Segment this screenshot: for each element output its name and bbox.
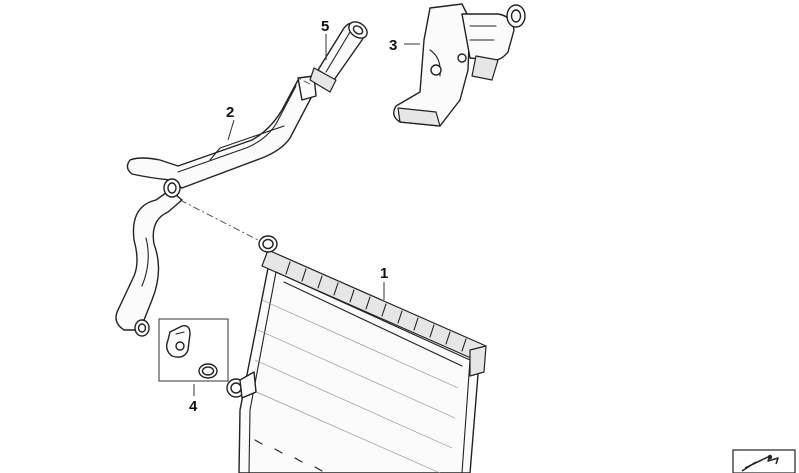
clamp-seal-kit[interactable] xyxy=(158,318,229,382)
callout-1: 1 xyxy=(380,265,388,282)
heater-core-radiator[interactable] xyxy=(226,235,487,473)
leader-lines xyxy=(193,34,420,396)
callout-2: 2 xyxy=(226,104,234,121)
control-valve-bracket[interactable] xyxy=(393,3,526,127)
connector-fitting[interactable] xyxy=(309,19,370,93)
callout-4: 4 xyxy=(189,398,198,415)
kit-box xyxy=(158,318,229,382)
coolant-hose[interactable] xyxy=(115,75,317,337)
callout-5: 5 xyxy=(321,18,329,35)
catalog-corner-icon[interactable] xyxy=(732,449,796,473)
callout-3: 3 xyxy=(389,37,397,54)
assembly-lines xyxy=(179,77,311,241)
